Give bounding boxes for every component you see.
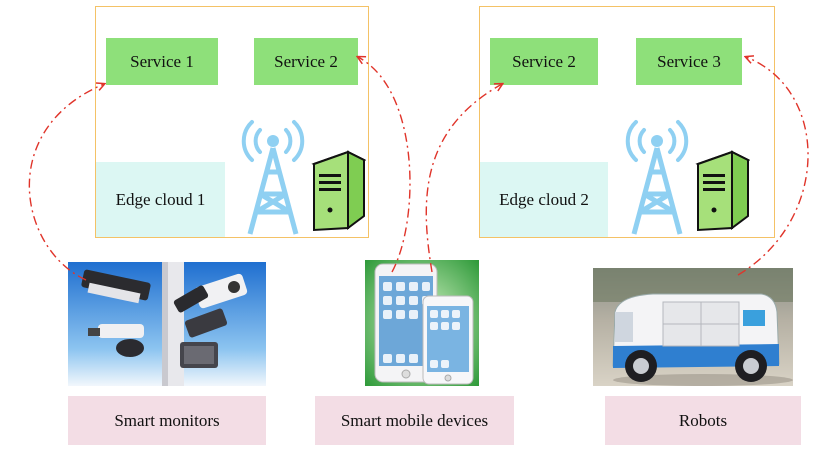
delivery-robot-icon [593,268,793,386]
server-icon [695,150,750,232]
security-camera-icon [68,262,266,386]
cell-tower-icon [241,120,305,235]
service-3-box: Service 3 [636,38,742,85]
service-1-box: Service 1 [106,38,218,85]
edge-cloud-2-label: Edge cloud 2 [480,162,608,237]
link-mobile-to-service-2-cloud-1 [358,57,411,273]
smart-mobile-devices-label: Smart mobile devices [315,396,514,445]
link-mobile-to-service-2-cloud-2 [425,84,502,273]
service-2-box-cloud-1: Service 2 [254,38,358,85]
robots-label: Robots [605,396,801,445]
smartphone-icon [365,260,479,386]
link-monitors-to-service-1 [28,84,104,281]
service-2-box-cloud-2: Service 2 [490,38,598,85]
cell-tower-icon [625,120,689,235]
smart-monitors-label: Smart monitors [68,396,266,445]
link-robot-to-service-3 [737,57,809,276]
edge-cloud-1-label: Edge cloud 1 [96,162,225,237]
server-icon [311,150,366,232]
